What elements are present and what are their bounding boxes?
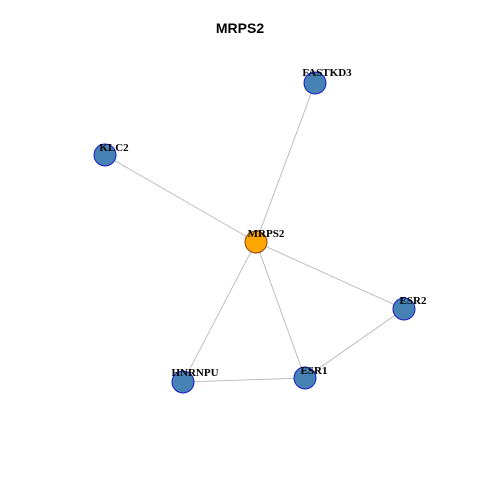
node-label-hnrnpu: HNRNPU: [171, 367, 218, 379]
edge-mrps2-fastkd3: [255, 82, 316, 243]
node-label-klc2: KLC2: [99, 142, 129, 154]
node-label-esr1: ESR1: [301, 365, 328, 377]
node-esr1: [293, 366, 317, 390]
edge-mrps2-esr2: [255, 241, 405, 310]
node-label-esr2: ESR2: [400, 295, 427, 307]
node-label-mrps2: MRPS2: [248, 228, 285, 240]
node-hnrnpu: [171, 370, 195, 394]
edge-mrps2-hnrnpu: [182, 241, 257, 383]
edge-mrps2-klc2: [104, 154, 257, 243]
node-fastkd3: [303, 71, 327, 95]
node-esr2: [392, 297, 416, 321]
node-klc2: [93, 143, 117, 167]
edges-layer: [104, 82, 405, 383]
node-label-fastkd3: FASTKD3: [302, 67, 352, 79]
edge-esr1-hnrnpu: [182, 377, 306, 383]
node-mrps2: [244, 230, 268, 254]
edge-mrps2-esr1: [255, 241, 306, 379]
diagram-title: MRPS2: [215, 20, 265, 36]
edge-esr1-esr2: [304, 308, 405, 379]
